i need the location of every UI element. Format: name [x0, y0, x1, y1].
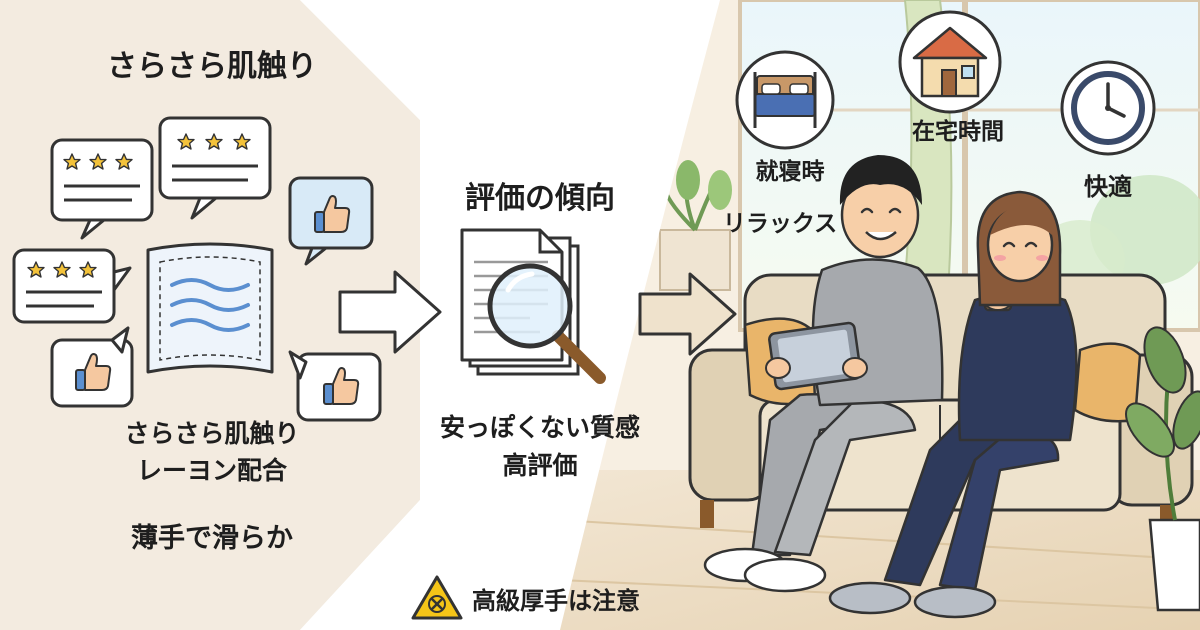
middle-heading: 評価の傾向: [465, 181, 615, 216]
house-icon: [898, 10, 1002, 114]
feature-line-3: 薄手で滑らか: [131, 523, 293, 554]
man-character: [703, 155, 944, 593]
document-magnifier-icon: [460, 228, 606, 384]
fabric-icon: [146, 242, 274, 374]
review-star-bubble-icon: [158, 116, 272, 220]
label-home-time: 在宅時間: [912, 119, 1004, 145]
thumbs-up-bubble-icon: [288, 176, 374, 266]
review-star-bubble-icon: [50, 138, 154, 240]
review-star-bubble-icon: [12, 248, 132, 324]
potted-plant: [1125, 326, 1200, 612]
arrow-right-icon: [638, 272, 737, 356]
label-relax: リラックス: [722, 211, 838, 237]
thumbs-up-bubble-icon: [288, 350, 382, 422]
result-line-1: 安っぽくない質感: [439, 413, 641, 442]
label-comfort: 快適: [1084, 173, 1132, 201]
warning-text: 高級厚手は注意: [472, 587, 640, 615]
feature-line-2: レーヨン配合: [136, 456, 288, 485]
left-heading: さらさら肌触り: [107, 49, 317, 84]
arrow-right-icon: [338, 270, 442, 354]
warning-icon: [411, 575, 463, 620]
feature-line-1: さらさら肌触り: [124, 419, 300, 448]
woman-character: [828, 190, 1078, 619]
result-line-2: 高評価: [502, 451, 578, 480]
thumbs-up-bubble-icon: [50, 326, 134, 408]
label-bedtime: 就寝時: [755, 159, 825, 185]
clock-icon: [1060, 60, 1156, 156]
bed-icon: [735, 50, 835, 150]
